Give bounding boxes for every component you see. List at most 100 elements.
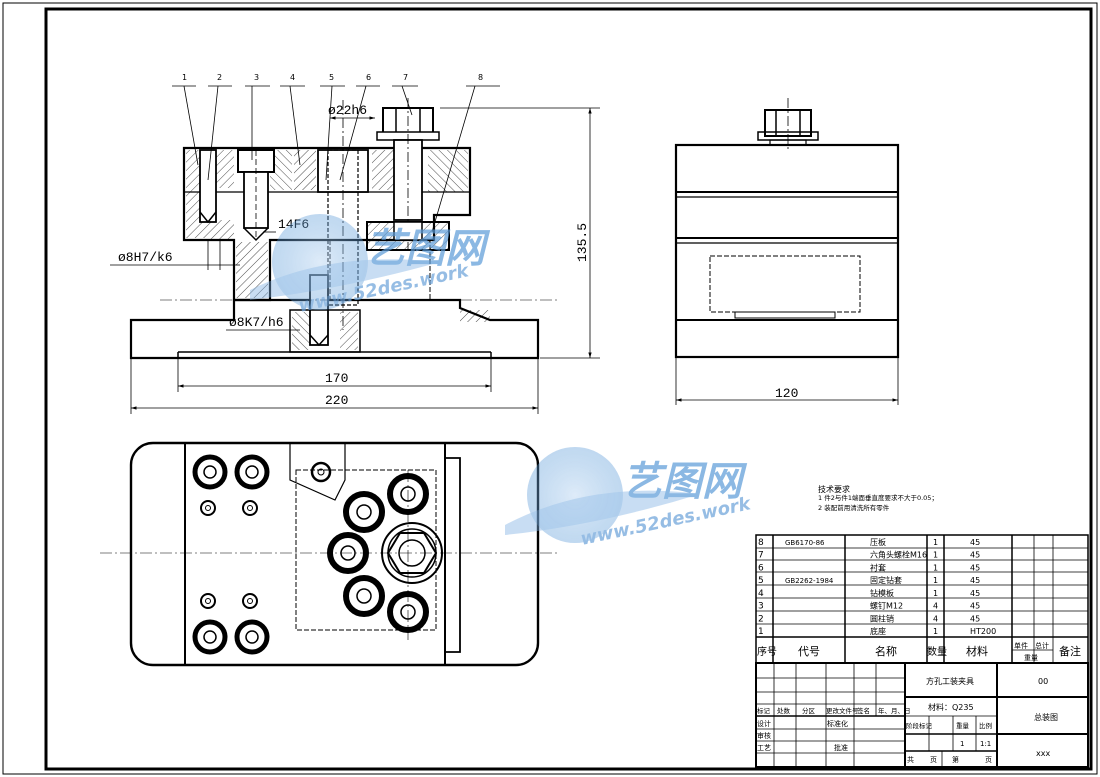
rev-label-2: 分区	[802, 706, 816, 715]
watermark-2: 艺图网 www.52des.work	[505, 447, 753, 550]
drawing-name: 方孔工装夹具	[926, 676, 974, 686]
scale-label: 比例	[979, 721, 992, 730]
drawing-type: 总装图	[1034, 712, 1058, 722]
bom-cell-qty: 1	[933, 576, 938, 585]
bom-cell-qty: 1	[933, 538, 938, 547]
rev-label-0: 标记	[757, 706, 771, 715]
sheets-total-label: 共	[907, 755, 914, 764]
bom-header-unit-weight: 单件	[1014, 641, 1028, 650]
balloon-5: 5	[329, 73, 334, 82]
title-block-text: 方孔工装夹具 00 材料：Q235 总装图 阶段标记 重量 比例 1 1:1 共…	[757, 676, 1058, 764]
bom-cell-material: 45	[970, 563, 980, 572]
dim-side-width: 120	[775, 386, 798, 401]
stage-mark-label: 阶段标记	[906, 721, 933, 730]
bom-cell-name: 六角头螺栓M16	[870, 550, 927, 560]
front-dimensions	[110, 107, 600, 414]
bom-header-code: 代号	[798, 645, 820, 658]
bom-cell-material: 45	[970, 602, 980, 611]
bom-cell-no: 1	[758, 627, 764, 637]
process-label: 工艺	[757, 744, 771, 752]
sheet-label: 第	[952, 755, 959, 764]
bom-cell-material: 45	[970, 589, 980, 598]
bom-cell-no: 4	[758, 589, 764, 599]
bom-header-remark: 备注	[1059, 644, 1081, 658]
bom-cell-material: HT200	[970, 627, 996, 636]
bom-cell-material: 45	[970, 538, 980, 547]
balloon-4: 4	[290, 73, 295, 82]
dim-width-outer: 220	[325, 393, 348, 408]
bom-cell-no: 3	[758, 602, 764, 612]
sheet-unit-1: 页	[930, 756, 937, 764]
bom-header-total-weight: 总计	[1035, 641, 1049, 650]
rev-label-5: 年、月、日	[878, 706, 911, 715]
tech-requirements: 技术要求 1 件2与件1端面垂直度要求不大于0.05； 2 装配前用清洗所有零件	[818, 484, 938, 512]
bom-cell-name: 底座	[870, 626, 886, 636]
bom-cell-qty: 1	[933, 551, 938, 560]
bom-cell-no: 6	[758, 563, 764, 573]
bom-cell-material: 45	[970, 614, 980, 623]
material-label: 材料：Q235	[928, 702, 974, 712]
bom-header-weight: 重量	[1024, 654, 1038, 662]
tech-req-title: 技术要求	[818, 484, 850, 494]
bom-rows: 8 GB6170-86 压板 1 45 7 六角头螺栓M16 1 45 6 衬套 1 45 5 GB2262…	[758, 537, 996, 637]
balloon-7: 7	[403, 73, 408, 82]
bom-cell-no: 7	[758, 551, 764, 561]
company: xxx	[1036, 749, 1050, 758]
scale-val: 1:1	[980, 740, 991, 748]
bom-header: 序号 代号 名称 数量 材料 单件 总计 重量 备注	[757, 641, 1081, 662]
bom-cell-name: 圆柱销	[870, 613, 894, 623]
bom-cell-qty: 1	[933, 563, 938, 572]
balloon-6: 6	[366, 73, 371, 82]
front-section-view	[129, 98, 560, 360]
watermark-cn-2: 艺图网	[622, 459, 748, 505]
dim-height: 135.5	[575, 223, 590, 262]
bom-cell-name: 衬套	[870, 562, 886, 572]
standardize-label: 标准化	[827, 719, 848, 728]
bom-cell-name: 钻模板	[870, 588, 894, 598]
balloon-1: 1	[182, 73, 187, 82]
rev-label-4: 签名	[857, 706, 870, 715]
dim-bore-top: ø22h6	[328, 103, 367, 118]
qty-val: 1	[960, 740, 964, 748]
balloon-3: 3	[254, 73, 259, 82]
part-callouts	[172, 85, 500, 233]
bom-cell-qty: 4	[933, 602, 938, 611]
bom-cell-qty: 1	[933, 589, 938, 598]
bom-header-material: 材料	[966, 644, 988, 658]
rev-label-3: 更改文件号	[826, 706, 859, 715]
bom-cell-code: GB2262-1984	[785, 577, 834, 585]
bom-cell-material: 45	[970, 551, 980, 560]
rev-label-1: 处数	[777, 706, 791, 715]
check-label: 审核	[757, 731, 771, 740]
drawing-frame	[44, 7, 1093, 771]
bom-cell-name: 螺钉M12	[870, 601, 903, 611]
bom-cell-name: 压板	[870, 537, 886, 547]
bom-cell-qty: 1	[933, 627, 938, 636]
bom-cell-no: 2	[758, 614, 764, 624]
weight-label: 重量	[956, 722, 970, 730]
balloon-8: 8	[478, 73, 483, 82]
dim-fit-8h7: ø8H7/k6	[118, 250, 173, 265]
bom-cell-qty: 4	[933, 614, 938, 623]
approve-label: 批准	[834, 743, 848, 752]
sheet-unit-2: 页	[985, 756, 992, 764]
bom-cell-no: 5	[758, 576, 764, 586]
drawing-no: 00	[1038, 677, 1048, 686]
tech-req-line-1: 1 件2与件1端面垂直度要求不大于0.05；	[818, 493, 938, 502]
watermark-1: 艺图网 www.52des.work	[250, 214, 491, 317]
bom-cell-no: 8	[758, 538, 764, 548]
tech-req-line-2: 2 装配前用清洗所有零件	[818, 503, 890, 512]
dim-fit-8k7: ø8K7/h6	[229, 315, 284, 330]
top-view-holes	[192, 454, 443, 655]
bom-cell-code: GB6170-86	[785, 539, 825, 547]
bom-header-no: 序号	[757, 645, 777, 658]
title-block-grid	[755, 662, 1089, 768]
bom-cell-name: 固定钻套	[870, 575, 902, 585]
dim-width-inner: 170	[325, 371, 348, 386]
balloon-2: 2	[217, 73, 222, 82]
bom-cell-material: 45	[970, 576, 980, 585]
bom-header-qty: 数量	[927, 645, 947, 658]
balloon-labels: 1 2 3 4 5 6 7 8	[182, 73, 483, 82]
